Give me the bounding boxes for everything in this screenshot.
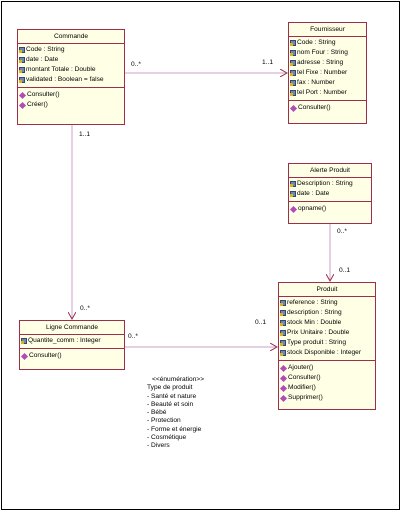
operation-icon	[20, 352, 29, 360]
attribute-row: Prix Unitaire : Double	[279, 328, 375, 338]
attribute-icon	[290, 80, 296, 86]
operation-icon	[289, 104, 298, 112]
attribute-icon	[280, 320, 286, 326]
operation-icon	[279, 384, 288, 392]
attribute-icon	[280, 330, 286, 336]
enum-value: - Beauté et soin	[147, 400, 194, 408]
operation-icon	[18, 91, 27, 99]
operation-row: opname()	[289, 204, 371, 214]
enumeration-type-produit: <<énumération>> Type de produit - Santé …	[147, 376, 204, 451]
attribute-icon	[19, 77, 25, 83]
operation-row: Supprimer()	[279, 393, 375, 403]
attribute-list: Code : String nom Four : String adresse …	[289, 37, 366, 101]
attribute-icon	[290, 191, 296, 197]
attribute-icon	[280, 310, 286, 316]
operation-row: Ajouter()	[279, 363, 375, 373]
operation-list: Consulter()	[20, 349, 124, 363]
operation-list: Consulter() Créer()	[18, 88, 124, 112]
attribute-row: validated : Boolean = false	[18, 75, 124, 85]
attribute-row: tel Port : Number	[289, 88, 366, 98]
attribute-icon	[290, 90, 296, 96]
attribute-icon	[290, 70, 296, 76]
attribute-icon	[19, 57, 25, 63]
attribute-icon	[280, 340, 286, 346]
multiplicity-label: 0..*	[80, 305, 90, 312]
enum-value: - Cosmétique	[147, 434, 187, 442]
attribute-icon	[290, 40, 296, 46]
class-commande[interactable]: Commande Code : String date : Date monta…	[17, 29, 125, 125]
attribute-icon	[290, 50, 296, 56]
operation-row: Créer()	[18, 100, 124, 110]
enum-value: - Protection	[147, 417, 181, 425]
attribute-icon	[21, 338, 27, 344]
attribute-icon	[290, 60, 296, 66]
operation-icon	[289, 205, 298, 213]
operation-icon	[279, 364, 288, 372]
attribute-row: Code : String	[18, 45, 124, 55]
attribute-list: Description : String date : Date	[289, 178, 371, 202]
operation-row: Consulter()	[289, 103, 366, 113]
class-alerte-produit[interactable]: Alerte Produit Description : String date…	[288, 163, 372, 224]
operation-row: Consulter()	[18, 90, 124, 100]
enum-stereotype: <<énumération>>	[152, 376, 205, 383]
attribute-row: montant Totale : Double	[18, 65, 124, 75]
attribute-row: tel Fixe : Number	[289, 68, 366, 78]
class-name: Commande	[18, 30, 124, 44]
attribute-list: Quantite_comm : Integer	[20, 335, 124, 349]
multiplicity-label: 0..*	[337, 228, 347, 235]
attribute-row: date : Date	[18, 55, 124, 65]
attribute-row: adresse : String	[289, 58, 366, 68]
class-name: Alerte Produit	[289, 164, 371, 178]
operation-row: Consulter()	[279, 373, 375, 383]
attribute-row: reference : String	[279, 298, 375, 308]
attribute-row: nom Four : String	[289, 48, 366, 58]
class-name: Fournisseur	[289, 23, 366, 37]
attribute-row: fax : Number	[289, 78, 366, 88]
attribute-row: Quantite_comm : Integer	[20, 336, 124, 346]
multiplicity-label: 1..1	[262, 59, 273, 66]
operation-list: opname()	[289, 202, 371, 216]
attribute-list: Code : String date : Date montant Totale…	[18, 44, 124, 88]
class-ligne-commande[interactable]: Ligne Commande Quantite_comm : Integer C…	[19, 320, 125, 370]
attribute-icon	[280, 350, 286, 356]
attribute-row: description : String	[279, 308, 375, 318]
attribute-icon	[19, 47, 25, 53]
attribute-row: Type produit : String	[279, 338, 375, 348]
multiplicity-label: 0..1	[339, 267, 350, 274]
attribute-icon	[19, 67, 25, 73]
multiplicity-label: 0..*	[128, 333, 138, 340]
attribute-row: Description : String	[289, 179, 371, 189]
attribute-row: date : Date	[289, 189, 371, 199]
class-name: Produit	[279, 283, 375, 297]
multiplicity-label: 1..1	[79, 131, 90, 138]
operation-row: Modifier()	[279, 383, 375, 393]
operation-icon	[279, 394, 288, 402]
attribute-row: stock Min : Double	[279, 318, 375, 328]
attribute-row: Code : String	[289, 38, 366, 48]
class-produit[interactable]: Produit reference : String description :…	[278, 282, 376, 410]
enum-title: Type de produit	[147, 384, 193, 392]
attribute-icon	[280, 300, 286, 306]
operation-row: Consulter()	[20, 351, 124, 361]
enum-value: - Divers	[147, 442, 170, 450]
attribute-icon	[290, 181, 296, 187]
class-fournisseur[interactable]: Fournisseur Code : String nom Four : Str…	[288, 22, 367, 124]
enum-value: - Santé et nature	[147, 392, 197, 400]
multiplicity-label: 0..1	[255, 319, 266, 326]
attribute-row: stock Disponible : Integer	[279, 348, 375, 358]
class-name: Ligne Commande	[20, 321, 124, 335]
operation-icon	[279, 374, 288, 382]
enum-value: - Bébé	[147, 409, 167, 417]
multiplicity-label: 0..*	[131, 61, 141, 68]
enum-value: - Forme et énergie	[147, 425, 202, 433]
operation-list: Ajouter() Consulter() Modifier() Supprim…	[279, 361, 375, 405]
operation-icon	[18, 101, 27, 109]
attribute-list: reference : String description : String …	[279, 297, 375, 361]
operation-list: Consulter()	[289, 101, 366, 115]
